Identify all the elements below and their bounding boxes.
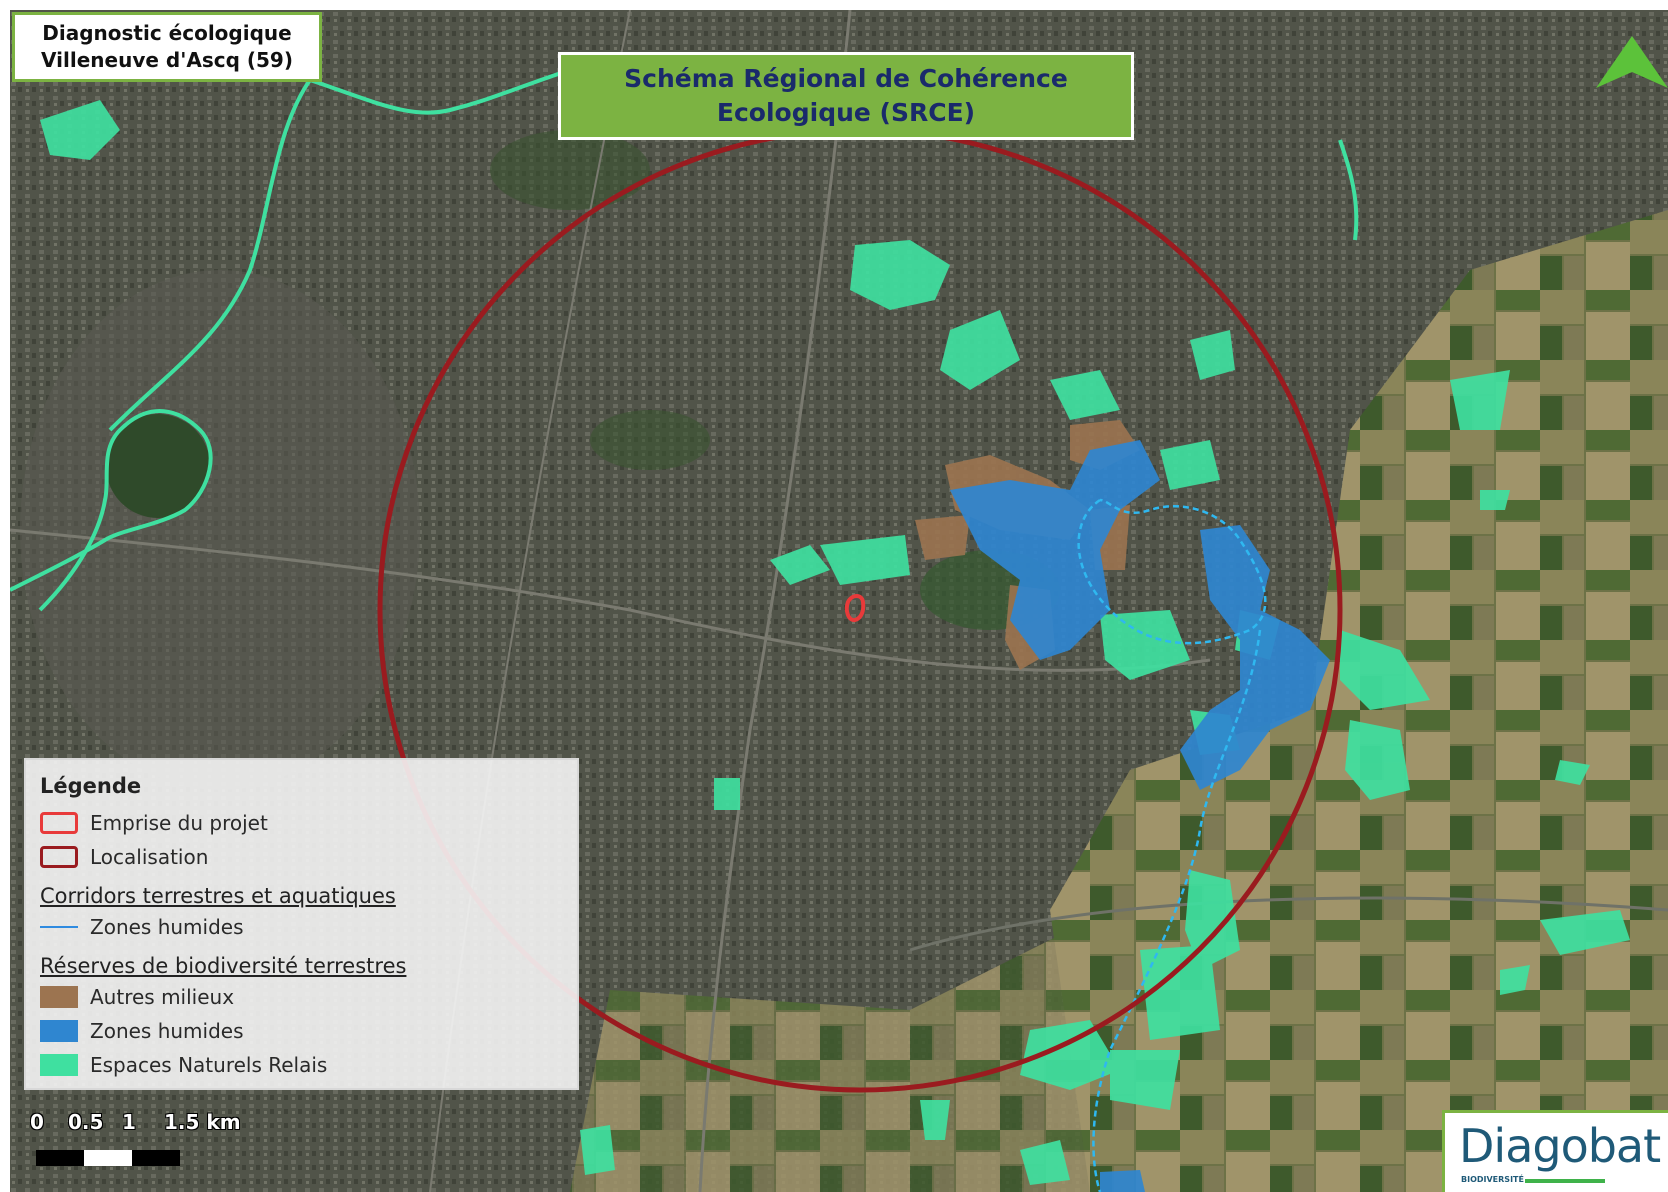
project-outline xyxy=(844,594,866,622)
legend-item-natural-relay: Espaces Naturels Relais xyxy=(40,1050,327,1080)
scale-bar: 0 0.5 1 1.5 km xyxy=(28,1110,268,1172)
scale-bar-graphic xyxy=(36,1150,180,1166)
scale-tick-3: 1.5 km xyxy=(164,1110,241,1134)
legend-item-other: Autres milieux xyxy=(40,982,234,1012)
legend-swatch-other xyxy=(40,986,78,1008)
aerial-map xyxy=(10,10,1668,1192)
legend-swatch-localisation xyxy=(40,846,78,868)
srce-title-line2: Ecologique (SRCE) xyxy=(716,98,976,127)
legend-section-corridors: Corridors terrestres et aquatiques xyxy=(40,884,396,908)
legend-swatch-wetland-reserve xyxy=(40,1020,78,1042)
logo-subtitle: BIODIVERSITÉ xyxy=(1461,1175,1524,1184)
scale-tick-0: 0 xyxy=(30,1110,44,1134)
north-arrow-icon xyxy=(1596,36,1668,88)
legend-swatch-natural-relay xyxy=(40,1054,78,1076)
srce-title-line1: Schéma Régional de Cohérence xyxy=(624,64,1068,93)
legend-label-other: Autres milieux xyxy=(90,985,235,1009)
legend-panel: Légende Emprise du projet Localisation C… xyxy=(24,758,579,1090)
legend-label-localisation: Localisation xyxy=(90,845,209,869)
legend-label-project: Emprise du projet xyxy=(90,811,268,835)
map-title-line2: Villeneuve d'Ascq (59) xyxy=(41,48,293,72)
legend-swatch-corridor-wetland xyxy=(40,926,78,928)
legend-label-natural-relay: Espaces Naturels Relais xyxy=(90,1053,328,1077)
legend-item-project: Emprise du projet xyxy=(40,808,268,838)
map-title-line1: Diagnostic écologique xyxy=(42,21,292,45)
legend-swatch-project xyxy=(40,812,78,834)
legend-item-wetland-reserve: Zones humides xyxy=(40,1016,244,1046)
logo-name: Diagobat xyxy=(1459,1119,1661,1173)
map-title-box: Diagnostic écologique Villeneuve d'Ascq … xyxy=(12,12,322,82)
srce-title-box: Schéma Régional de Cohérence Ecologique … xyxy=(558,52,1134,140)
legend-title: Légende xyxy=(40,774,142,798)
scale-tick-2: 1 xyxy=(122,1110,136,1134)
legend-label-wetland-reserve: Zones humides xyxy=(90,1019,244,1043)
legend-label-corridor-wetland: Zones humides xyxy=(90,915,244,939)
legend-item-localisation: Localisation xyxy=(40,842,208,872)
scale-tick-1: 0.5 xyxy=(68,1110,104,1134)
logo-underline xyxy=(1525,1179,1605,1183)
diagobat-logo: Diagobat BIODIVERSITÉ xyxy=(1442,1110,1668,1192)
legend-section-reserves: Réserves de biodiversité terrestres xyxy=(40,954,407,978)
map-canvas[interactable] xyxy=(10,10,1668,1192)
legend-item-corridor-wetland: Zones humides xyxy=(40,912,244,942)
